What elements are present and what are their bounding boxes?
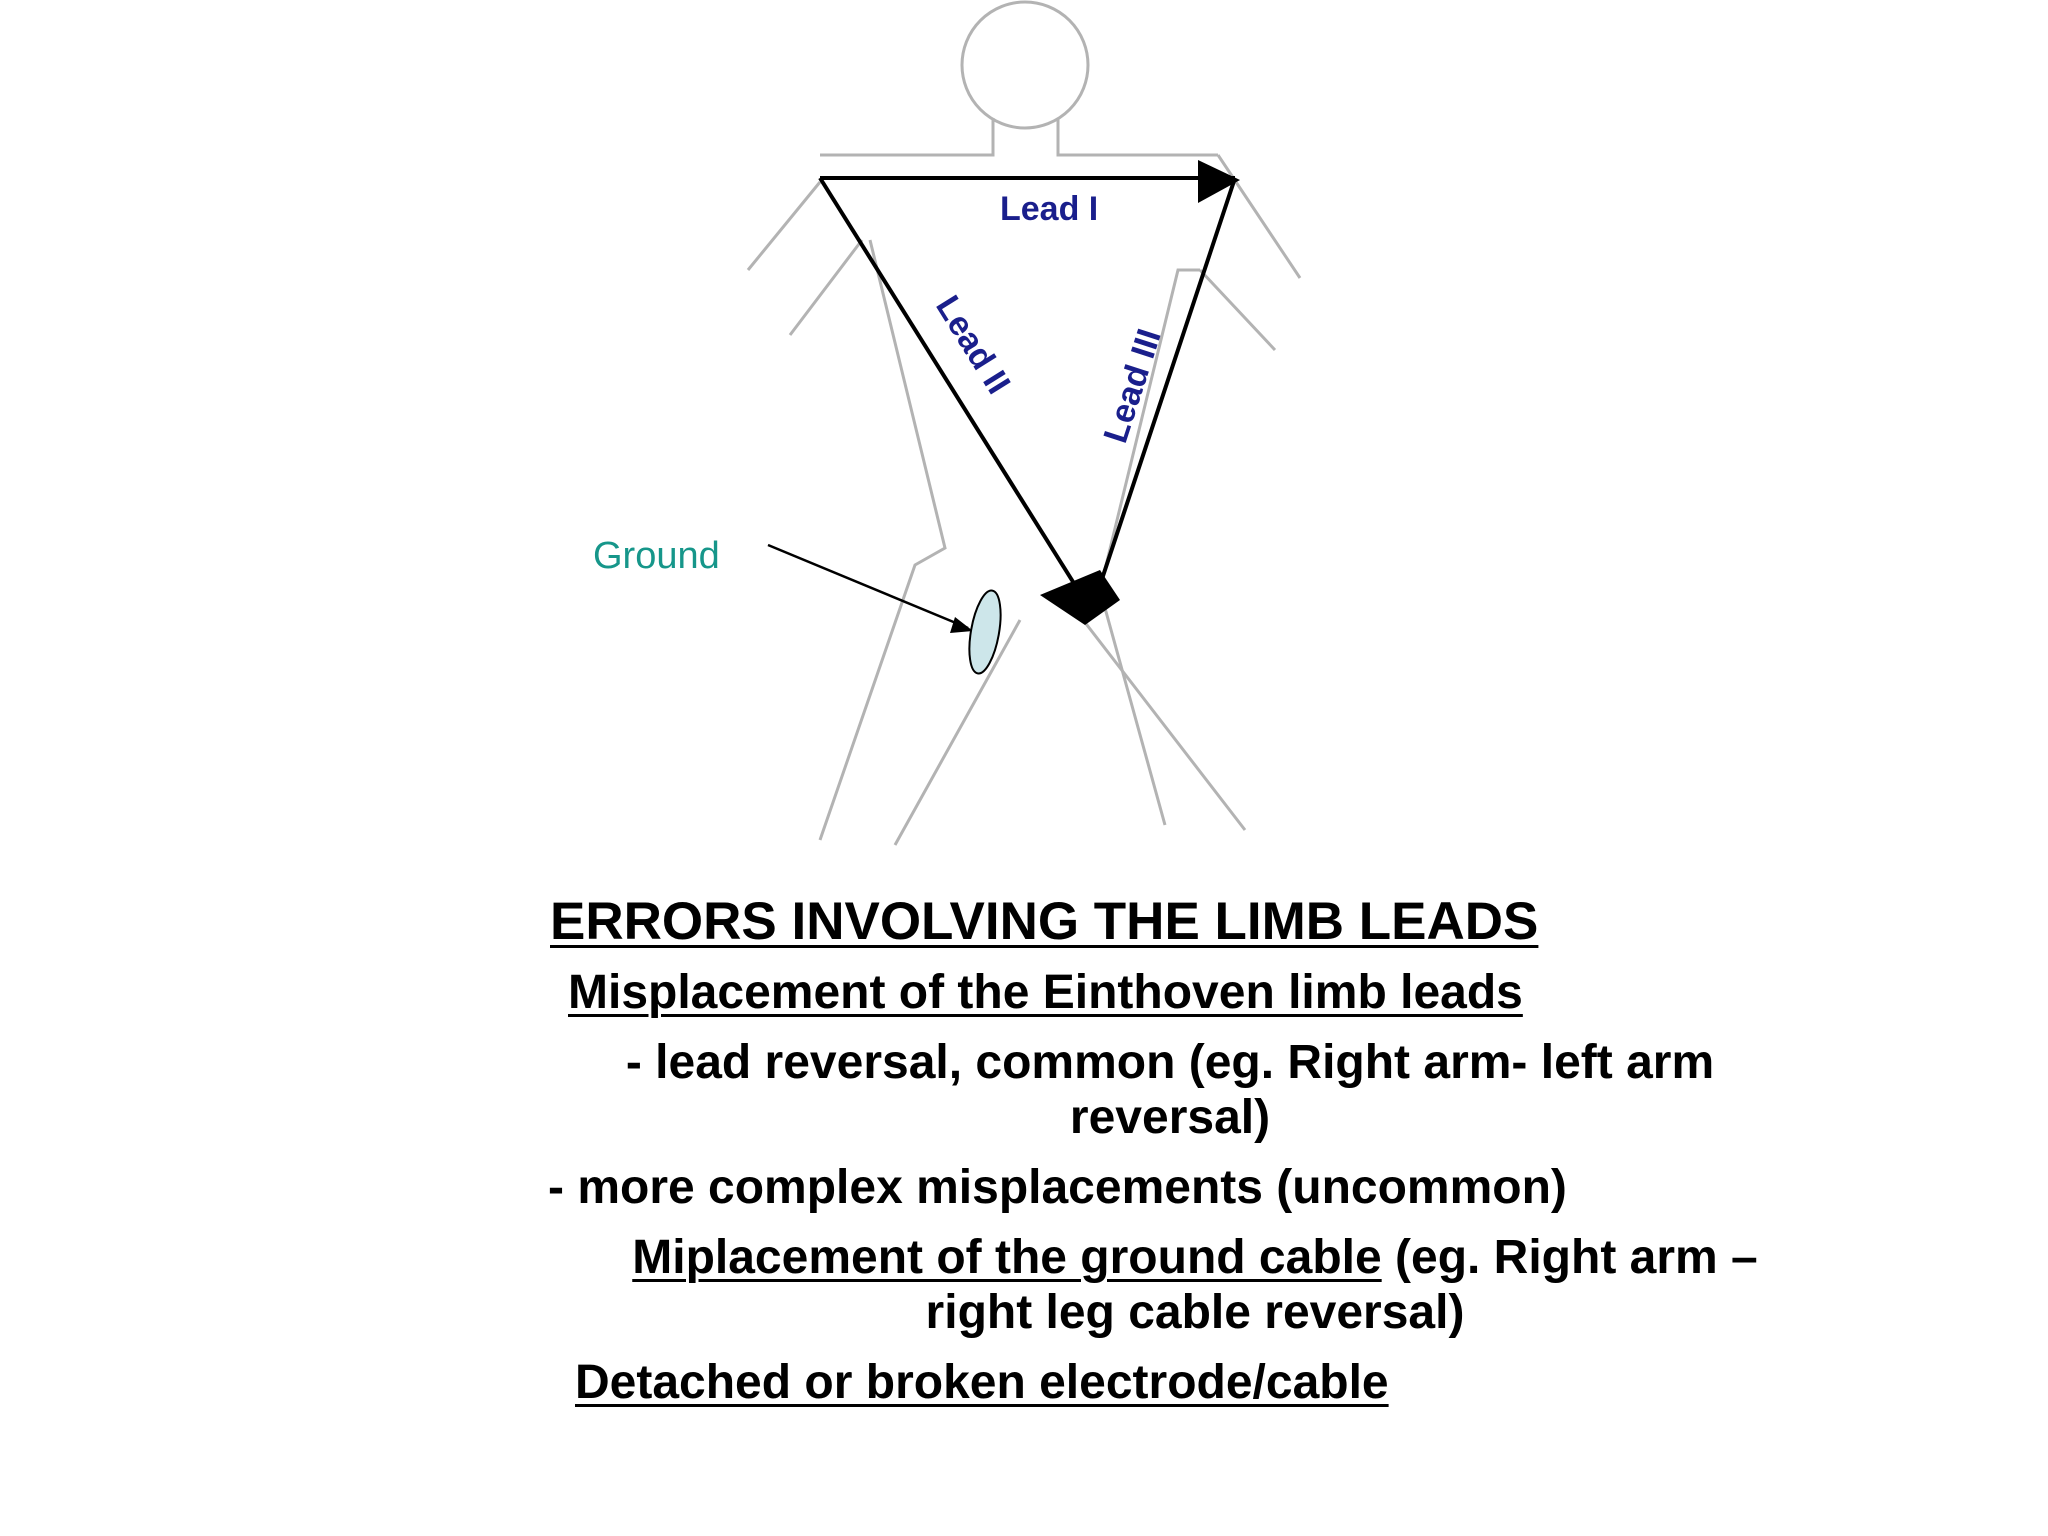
lead-i-label: Lead I: [1000, 190, 1098, 228]
left-arm-outline: [1198, 154, 1302, 352]
lead-ii-line: [818, 176, 1077, 587]
human-figure-outline: [746, 0, 1302, 846]
lead-ii-label: Lead II: [928, 289, 1017, 400]
ground-misplacement-example: (eg. Right arm – right leg cable reversa…: [925, 1231, 1758, 1340]
subheading-ground-misplacement: Miplacement of the ground cable (eg. Rig…: [575, 1230, 1815, 1340]
ground-electrode-icon: [968, 589, 1002, 675]
ground-label: Ground: [593, 535, 720, 577]
right-arm-outline: [746, 181, 864, 336]
einthoven-triangle-diagram: Lead I Lead II Lead III Ground: [593, 0, 1302, 846]
einthoven-triangle: [818, 176, 1237, 587]
torso-outline: [818, 239, 1200, 841]
lead-iii-label: Lead III: [1096, 324, 1168, 447]
legs-outline: [893, 589, 1247, 846]
lead-iii-line: [1098, 177, 1237, 586]
head-outline: [960, 0, 1090, 130]
subheading-einthoven-misplacement: Misplacement of the Einthoven limb leads: [568, 966, 1523, 1019]
ground-pointer-line: [767, 543, 969, 630]
subheading-detached-electrode: Detached or broken electrode/cable: [575, 1356, 1389, 1409]
ground-pointer-arrowhead: [950, 617, 973, 633]
leg-electrode-arrowhead: [1040, 570, 1120, 625]
section-heading: ERRORS INVOLVING THE LIMB LEADS: [550, 892, 1539, 951]
ground-misplacement-title: Miplacement of the ground cable: [632, 1231, 1382, 1284]
bullet-complex-misplacements: - more complex misplacements (uncommon): [548, 1161, 1567, 1214]
lead-i-arrowhead: [1198, 160, 1240, 203]
bullet-lead-reversal: - lead reversal, common (eg. Right arm- …: [625, 1036, 1715, 1145]
neck-outline: [820, 118, 1218, 157]
